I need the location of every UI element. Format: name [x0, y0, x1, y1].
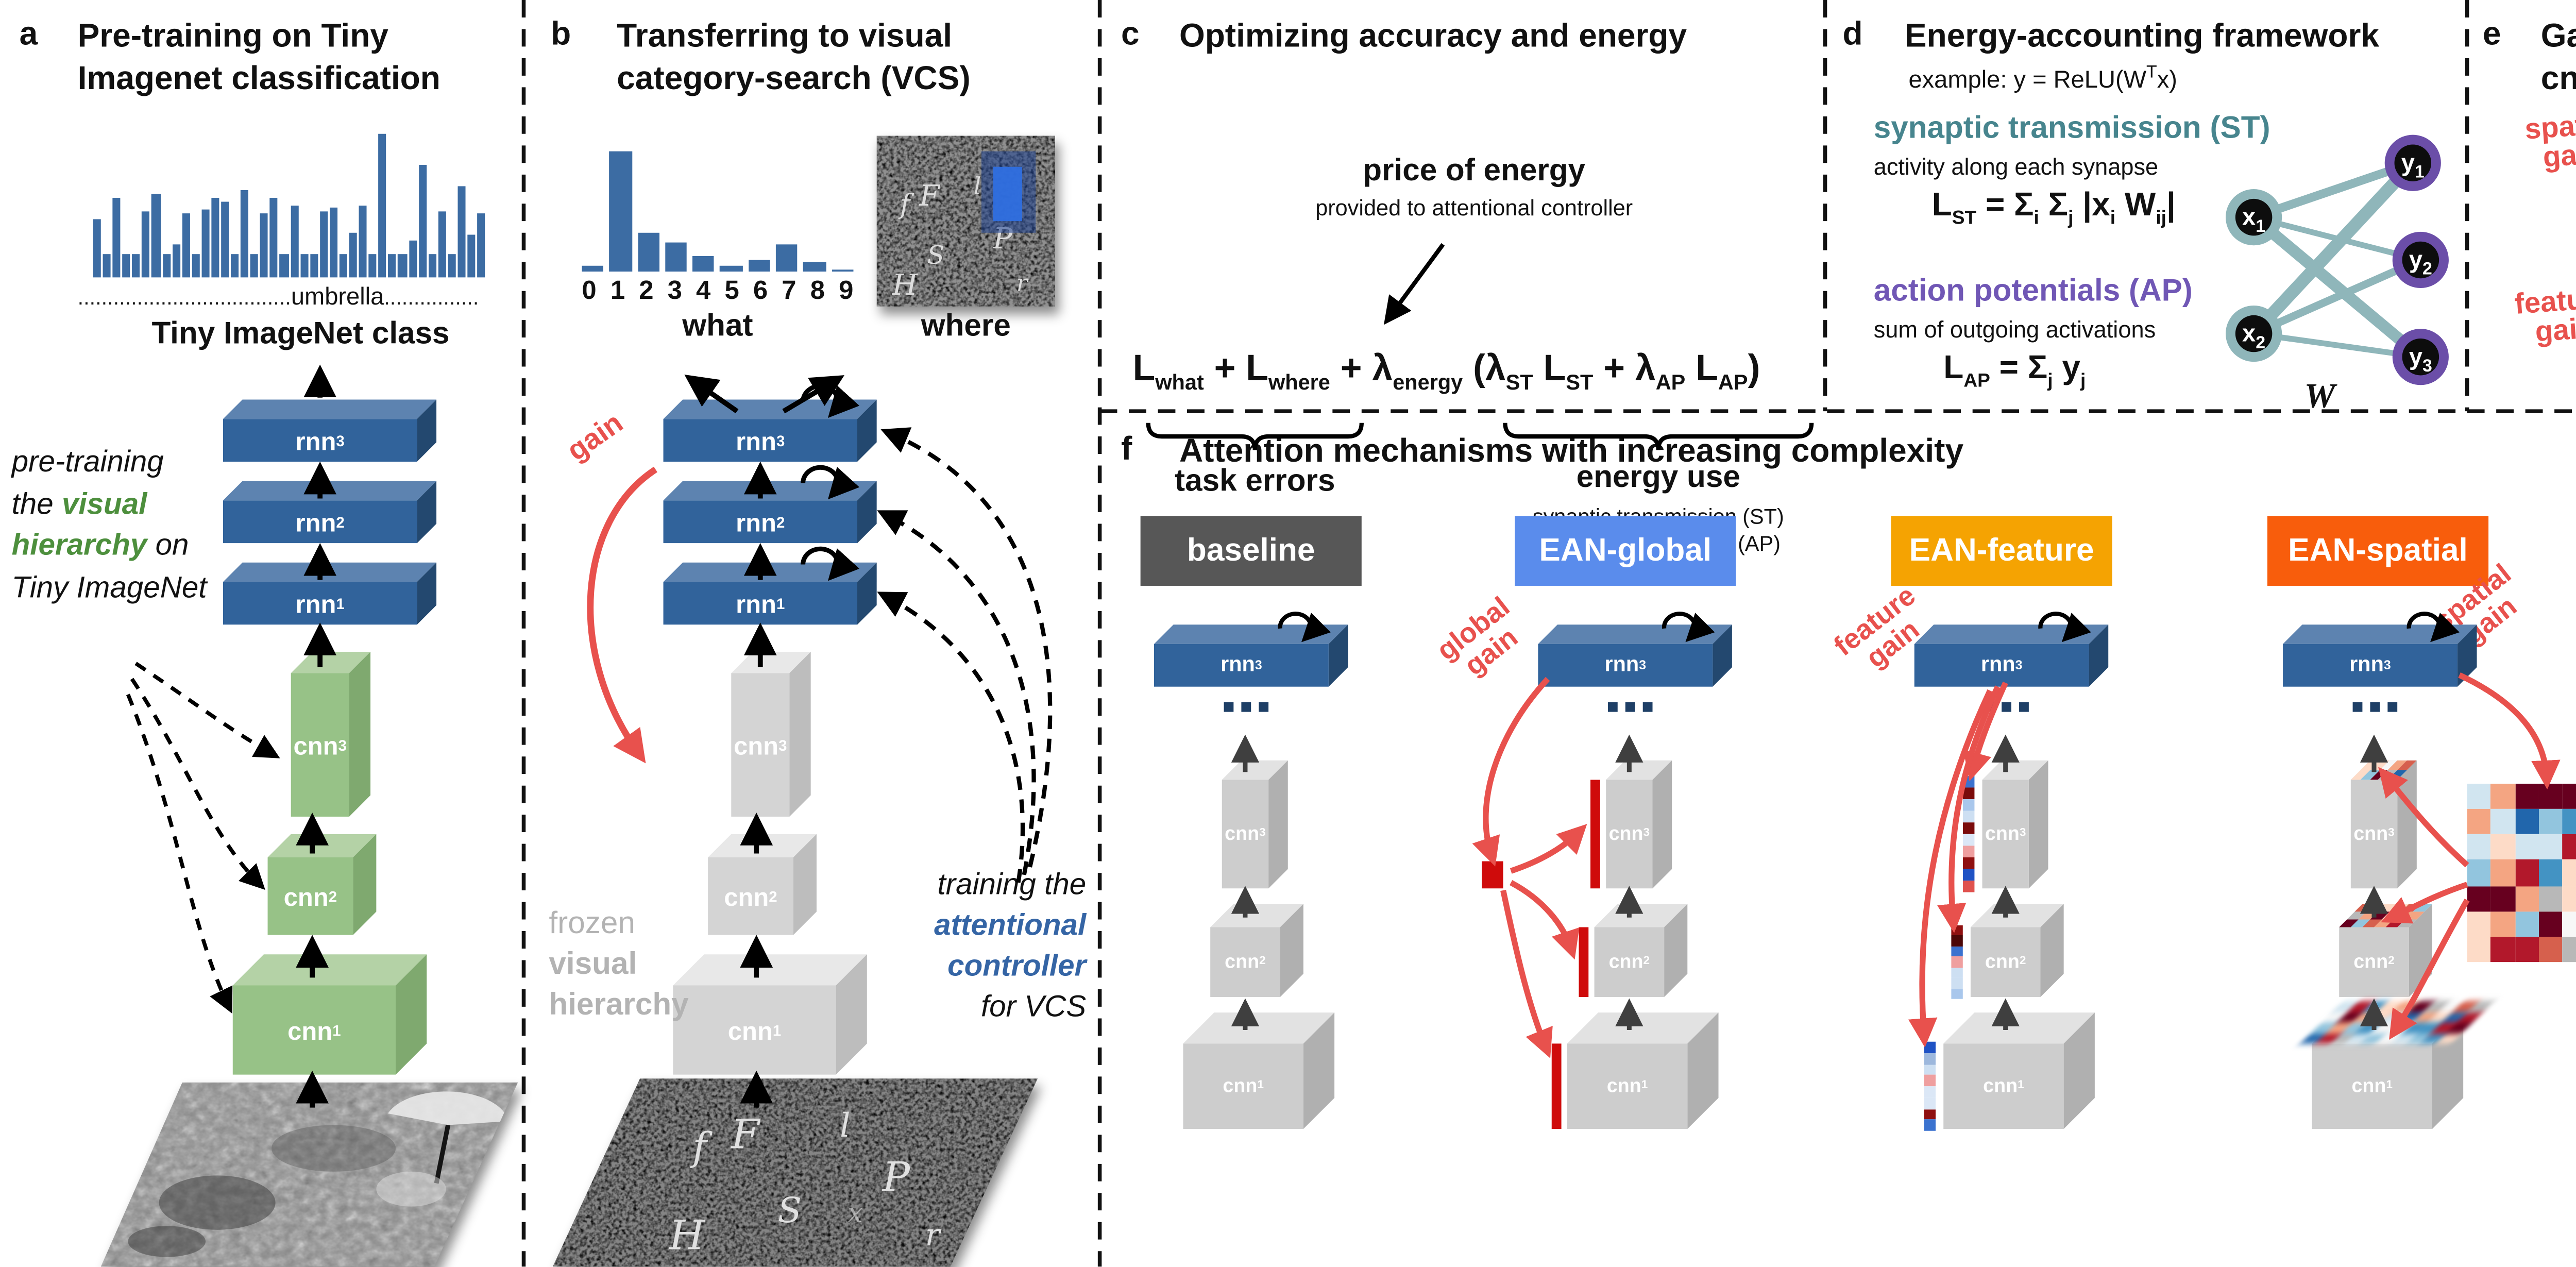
hierarchy-highlight: hierarchy	[11, 529, 147, 563]
umbrella-label: umbrella	[291, 283, 384, 311]
task-errors-label: task errors	[1175, 465, 1335, 499]
svg-text:r: r	[1016, 269, 1029, 297]
svg-text:S: S	[927, 241, 945, 270]
panel-f-tag: f	[1121, 430, 1132, 468]
tiny-imagenet-sample-image	[100, 1082, 518, 1267]
panel-f-title: Attention mechanisms with increasing com…	[1179, 432, 1964, 470]
where-label: where	[921, 310, 1011, 344]
loss-formula: Lwhat + Lwhere + λenergy (λST LST + λAP …	[1132, 349, 1760, 396]
spatial-map-top-cnn1	[2300, 1001, 2495, 1044]
variant-label-ean-global: EAN-global	[1515, 516, 1736, 586]
ellipsis-icon	[2352, 702, 2398, 712]
ap-formula: LAP = Σj yj	[1943, 349, 2086, 393]
feature-gain-strip-cnn3	[1962, 775, 1975, 892]
panel-a-tag: a	[19, 15, 38, 53]
panel-e-title-line1: Gain application to	[2540, 17, 2576, 55]
svg-text:H: H	[668, 1211, 706, 1259]
example-equation: example: y = ReLU(WTx)	[1908, 62, 2177, 94]
price-of-energy-label: price of energy	[1363, 155, 1586, 189]
svg-text:P: P	[882, 1154, 911, 1201]
panel-c-title: Optimizing accuracy and energy	[1179, 17, 1687, 55]
svg-text:H: H	[892, 268, 919, 302]
variant-label-ean-spatial: EAN-spatial	[2267, 516, 2489, 586]
network-node-y1-label: y1	[2401, 149, 2425, 181]
ap-subtitle: sum of outgoing activations	[1873, 316, 2156, 344]
what-label: what	[682, 310, 753, 344]
network-node-y3-label: y3	[2409, 343, 2432, 376]
panel-d-title: Energy-accounting framework	[1904, 17, 2380, 55]
panel-e-tag: e	[2482, 15, 2501, 53]
gain-arrow-b	[587, 466, 657, 764]
panel-c-tag: c	[1121, 15, 1140, 53]
energy-use-label: energy use	[1576, 461, 1740, 495]
pretraining-note: pre-training the visual hierarchy on Tin…	[11, 446, 207, 604]
network-node-x1-label: x1	[2242, 204, 2266, 236]
panel-e-title-line2: cnn pre-activations	[2540, 60, 2576, 97]
panel-d-tag: d	[1842, 15, 1863, 53]
tiny-imagenet-class-label: Tiny ImageNet class	[151, 318, 450, 351]
controller-dashed-arrows	[877, 427, 1053, 883]
gain-bar-cnn3	[1590, 780, 1600, 889]
ellipsis-icon	[1224, 702, 1269, 712]
ap-heading: action potentials (AP)	[1873, 275, 2193, 309]
feature-gain-strip-cnn1	[1924, 1041, 1936, 1131]
variant-label-baseline: baseline	[1140, 516, 1362, 586]
panel-a-title-line2: Imagenet classification	[77, 60, 440, 97]
panel-b-title-line2: category-search (VCS)	[617, 60, 971, 97]
global-gain-square	[1482, 861, 1503, 889]
network-node-y2-label: y2	[2409, 246, 2432, 279]
spatial-gain-map	[2467, 783, 2576, 962]
class-histogram	[93, 126, 485, 278]
training-note: training the attentional controller for …	[934, 869, 1087, 1024]
price-arrow	[1383, 243, 1445, 325]
svg-text:x: x	[848, 1197, 863, 1229]
svg-text:F: F	[919, 179, 940, 213]
gain-label-b: gain	[561, 407, 630, 468]
price-of-energy-subtitle: provided to attentional controller	[1315, 197, 1633, 222]
svg-text:F: F	[730, 1111, 761, 1158]
svg-text:r: r	[925, 1217, 942, 1253]
what-histogram	[582, 151, 854, 272]
ellipsis-icon	[1607, 702, 1653, 712]
umbrella-axis-line: ....................................umbr…	[77, 283, 479, 311]
svg-text:l: l	[840, 1107, 850, 1145]
st-subtitle: activity along each synapse	[1873, 153, 2159, 181]
panel-b-title-line1: Transferring to visual	[617, 17, 953, 55]
svg-text:S: S	[778, 1190, 802, 1230]
st-heading: synaptic transmission (ST)	[1873, 112, 2270, 146]
network-node-x2-label: x2	[2242, 320, 2266, 352]
feature-gain-strip-cnn2	[1951, 925, 1963, 999]
st-formula: LST = Σi Σj |xi Wij|	[1931, 186, 2176, 230]
svg-text:l: l	[974, 172, 981, 199]
visual-highlight: visual	[61, 487, 147, 521]
pretraining-dashed-arrows	[126, 662, 280, 1014]
weight-matrix-label: W	[2304, 376, 2335, 415]
ellipsis-icon	[1984, 702, 2029, 712]
frozen-note: frozen visual hierarchy	[549, 907, 689, 1022]
panel-b-tag: b	[551, 15, 571, 53]
panel-a-title-line1: Pre-training on Tiny	[77, 17, 388, 55]
gain-bar-cnn1	[1551, 1043, 1562, 1129]
gain-bar-cnn2	[1579, 927, 1589, 998]
variant-label-ean-feature: EAN-feature	[1891, 516, 2112, 586]
